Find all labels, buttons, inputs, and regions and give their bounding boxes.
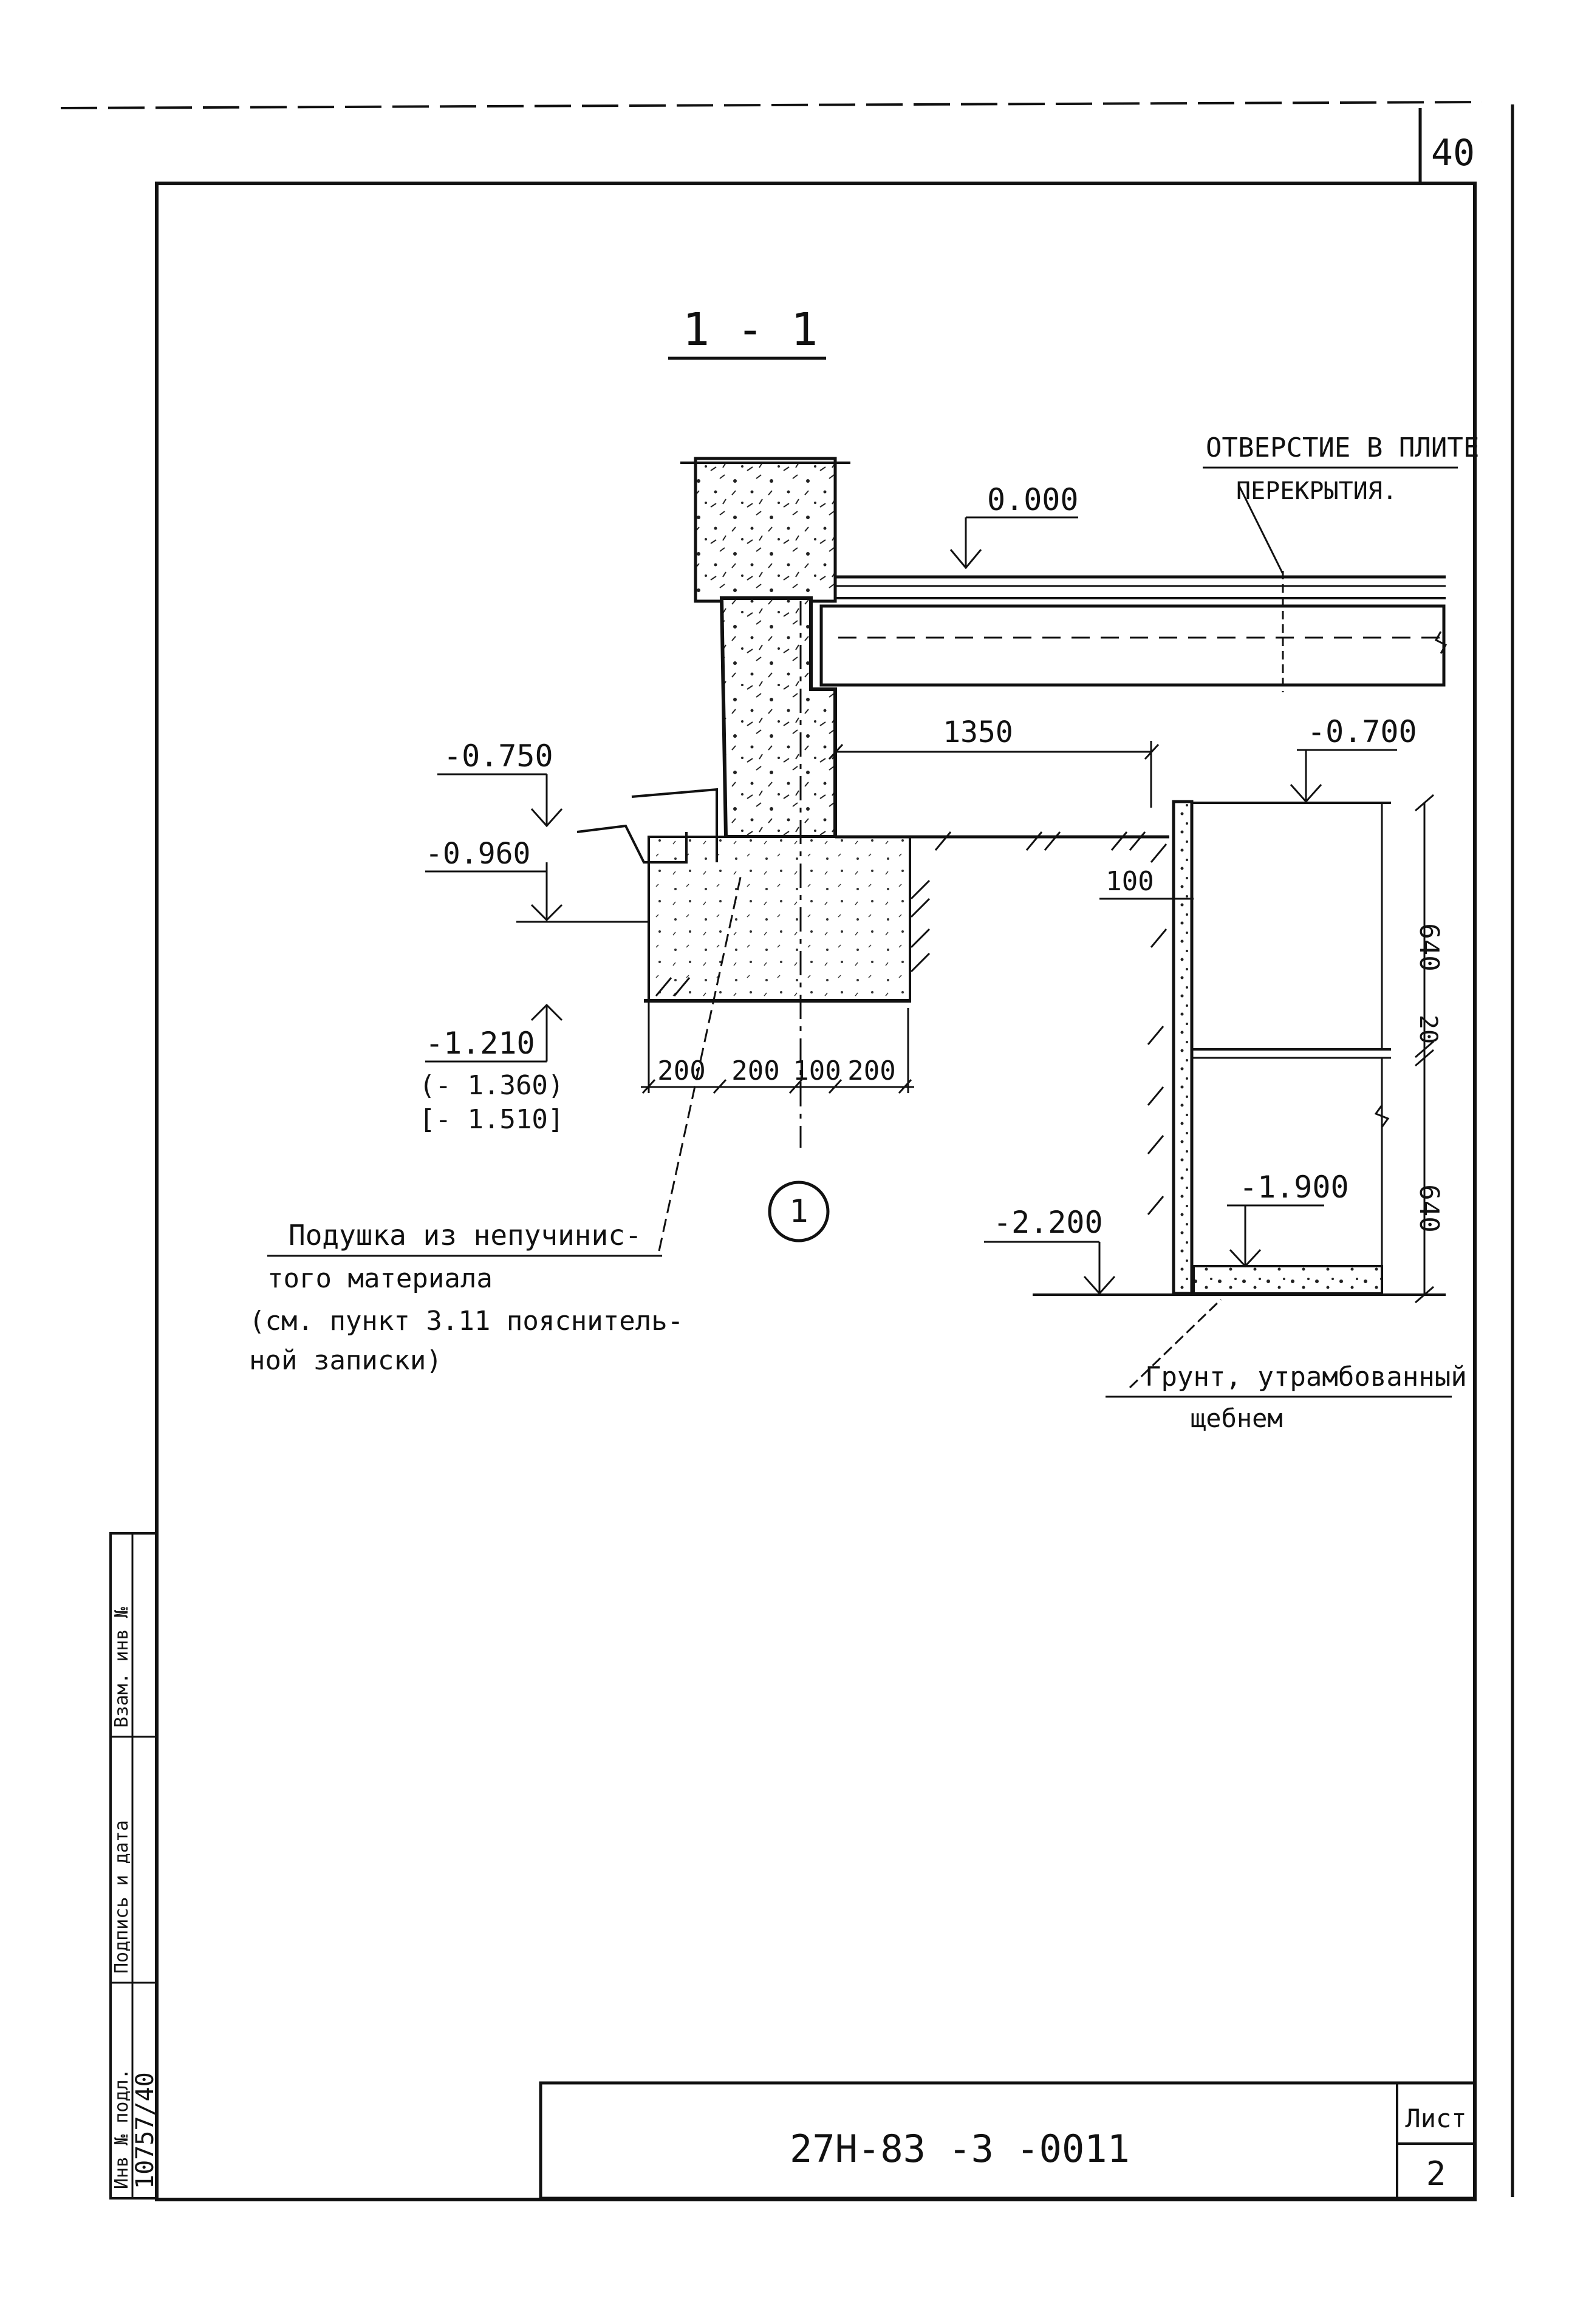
foundation-wall — [719, 596, 837, 839]
top-trim-line — [60, 101, 1483, 109]
sheet-label: Лист — [1405, 2104, 1466, 2133]
level-m0750: -0.750 — [443, 738, 553, 774]
span-dimension: 1350 100 — [828, 715, 1194, 900]
level-m1900: -1.900 — [1239, 1170, 1349, 1205]
step-line — [631, 788, 718, 862]
dim-200-d: 200 — [847, 1055, 895, 1086]
side-stamp-col1: Инв № подл. — [111, 2068, 132, 2189]
level-0000: 0.000 — [987, 482, 1079, 517]
corner-sheet-number: 40 — [1431, 132, 1475, 174]
hatch-marks — [655, 831, 1146, 997]
dim-1350: 1350 — [943, 715, 1013, 749]
pit-break-mark — [1374, 1105, 1390, 1128]
level-marks: 0.000 -0.750 -0.960 -0.700 -1.210 (- 1.3… — [419, 482, 1417, 1295]
upper-wall — [680, 457, 850, 603]
slab-hole-leader — [1238, 485, 1284, 574]
title-block: 27Н-83 -3 -0011 Лист 2 — [539, 2081, 1477, 2200]
level-m1210: -1.210 — [425, 1026, 535, 1061]
dim-200-b: 200 — [731, 1055, 779, 1086]
floor-slab — [819, 571, 1448, 692]
callout-slab-hole: ОТВЕРСТИЕ В ПЛИТЕ ПЕРЕКРЫТИЯ. — [1203, 432, 1479, 574]
level-0000-mark — [949, 516, 1078, 570]
level-m0960-mark — [425, 862, 650, 923]
bottom-dim-ext — [648, 1008, 909, 1093]
sheet-number: 2 — [1426, 2155, 1446, 2193]
span-ticks — [828, 743, 1160, 760]
slab-hole-line1: ОТВЕРСТИЕ В ПЛИТЕ — [1206, 432, 1479, 463]
foundation-block — [648, 596, 911, 1148]
bottom-dim-chain: 200 200 100 200 — [641, 1008, 914, 1094]
callout-cushion: Подушка из непучинис- того материала (см… — [249, 874, 742, 1376]
pit-hatch — [1147, 843, 1167, 1215]
cushion-line1: Подушка из непучинис- — [289, 1219, 642, 1252]
upper-wall-body — [694, 457, 837, 603]
node-marker: 1 — [768, 1181, 830, 1242]
sand-cushion — [648, 836, 911, 1002]
right-dim-chain: 640 20 640 — [1413, 794, 1444, 1304]
cushion-leader — [658, 874, 742, 1252]
cushion-line4: ной записки) — [249, 1345, 442, 1376]
level-m0750-mark — [437, 773, 563, 828]
side-stamp-col3: Взам. инв № — [111, 1607, 132, 1728]
slab-hole-line2: ПЕРЕКРЫТИЯ. — [1236, 477, 1397, 505]
side-stamp-frame — [109, 1532, 158, 2200]
dim-640-bottom: 640 — [1413, 1184, 1444, 1232]
slab-core — [819, 604, 1446, 687]
soil-line1: Грунт, утрамбованный — [1145, 1361, 1467, 1392]
node-marker-circle — [768, 1181, 830, 1242]
level-m1360: (- 1.360) — [419, 1070, 564, 1101]
level-m2200: -2.200 — [993, 1205, 1103, 1240]
side-stamp-col2: Подпись и дата — [111, 1820, 132, 1974]
pit-wall — [1172, 800, 1194, 1295]
ground-line-left — [576, 824, 688, 864]
level-m1510: [- 1.510] — [419, 1104, 564, 1135]
cushion-line2: того материала — [267, 1263, 493, 1294]
level-m1900-mark — [1227, 1204, 1324, 1268]
cushion-line3: (см. пункт 3.11 пояснитель- — [249, 1306, 683, 1337]
slab-break-mark — [1434, 631, 1448, 654]
level-m0700: -0.700 — [1307, 714, 1417, 749]
level-m0960: -0.960 — [425, 837, 530, 871]
side-stamp: Взам. инв № Подпись и дата Инв № подл. 1… — [109, 1532, 159, 2200]
level-m1210-mark — [425, 1003, 563, 1063]
dim-100-c: 100 — [793, 1055, 841, 1086]
title-block-frame — [539, 2081, 1477, 2200]
ground-surface — [576, 788, 1169, 1003]
dim-20: 20 — [1414, 1015, 1442, 1044]
pit-floor — [1192, 1265, 1383, 1295]
soil-line2: щебнем — [1191, 1403, 1283, 1433]
node-marker-label: 1 — [789, 1193, 808, 1230]
doc-code: 27Н-83 -3 -0011 — [790, 2127, 1130, 2171]
soil-leader — [1129, 1298, 1222, 1389]
right-dim-ticks — [1415, 794, 1434, 1304]
pit — [1033, 800, 1446, 1296]
dim-640-top: 640 — [1413, 923, 1444, 971]
callout-soil: Грунт, утрамбованный щебнем — [1106, 1298, 1467, 1433]
level-m2200-mark — [984, 1241, 1116, 1295]
side-stamp-inv-number: 10757/40 — [131, 2072, 159, 2189]
dim-100-pit: 100 — [1106, 866, 1154, 897]
level-m0700-mark — [1290, 749, 1397, 803]
section-title: 1 - 1 — [683, 304, 818, 356]
